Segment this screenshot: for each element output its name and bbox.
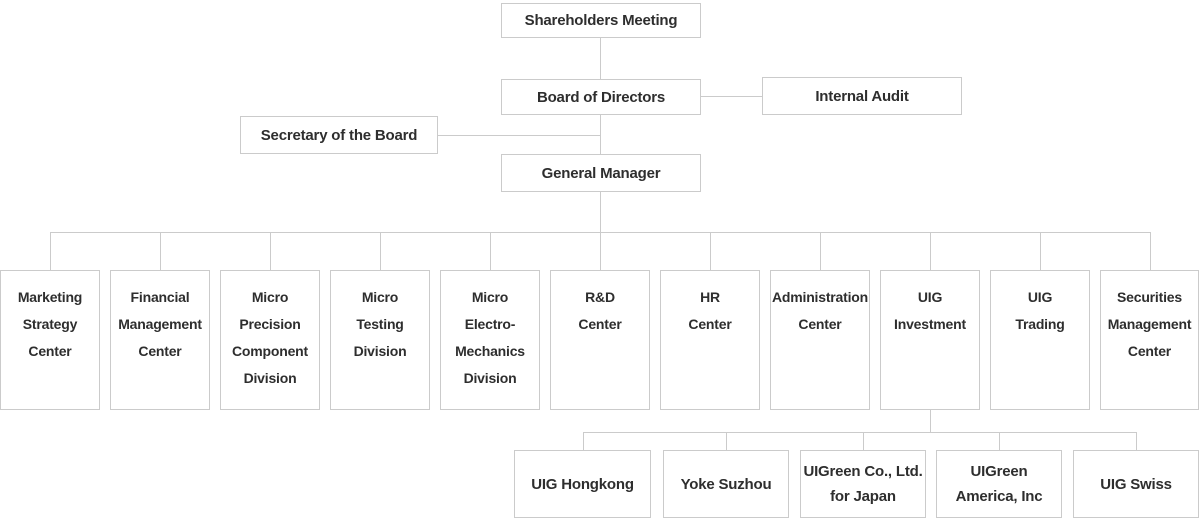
node-label: Micro Testing Division: [353, 289, 407, 359]
node-label: Financial Management Center: [118, 289, 202, 359]
dept-hr-center: HR Center: [660, 270, 760, 410]
connector-stub-uig-swiss: [1136, 432, 1137, 450]
connector-stub-micro-testing: [380, 232, 381, 270]
connector-stub-uig-trading: [1040, 232, 1041, 270]
connector-stub-uig-hongkong: [583, 432, 584, 450]
node-label: General Manager: [541, 164, 661, 182]
connector-shareholders-to-board: [600, 38, 601, 79]
dept-financial-management-center: Financial Management Center: [110, 270, 210, 410]
connector-stub-uig-investment: [930, 232, 931, 270]
connector-uig-investment-to-subrail: [930, 410, 931, 432]
dept-administration-center: Administration Center: [770, 270, 870, 410]
node-label: R&D Center: [578, 289, 622, 332]
node-label: UIG Swiss: [1100, 475, 1172, 493]
node-label: UIGreen America, Inc: [955, 463, 1043, 505]
sub-uig-swiss: UIG Swiss: [1073, 450, 1199, 518]
node-label: UIG Hongkong: [531, 475, 634, 493]
connector-stub-uigreen-japan: [863, 432, 864, 450]
sub-yoke-suzhou: Yoke Suzhou: [663, 450, 789, 518]
dept-securities-management-center: Securities Management Center: [1100, 270, 1199, 410]
sub-uig-hongkong: UIG Hongkong: [514, 450, 651, 518]
node-label: Shareholders Meeting: [524, 12, 678, 29]
dept-marketing-strategy-center: Marketing Strategy Center: [0, 270, 100, 410]
node-label: HR Center: [688, 289, 732, 332]
node-label: Secretary of the Board: [260, 126, 418, 144]
connector-stub-marketing: [50, 232, 51, 270]
connector-general-manager-to-rail: [600, 192, 601, 233]
node-label: Internal Audit: [815, 87, 909, 105]
dept-uig-trading: UIG Trading: [990, 270, 1090, 410]
connector-stub-yoke-suzhou: [726, 432, 727, 450]
connector-stub-rd: [600, 232, 601, 270]
node-label: Administration Center: [772, 289, 868, 332]
node-label: UIG Trading: [1015, 289, 1065, 332]
node-label: UIGreen Co., Ltd. for Japan: [803, 463, 923, 505]
dept-uig-investment: UIG Investment: [880, 270, 980, 410]
dept-micro-precision-component-division: Micro Precision Component Division: [220, 270, 320, 410]
connector-stub-administration: [820, 232, 821, 270]
connector-stub-securities: [1150, 232, 1151, 270]
node-label: Marketing Strategy Center: [17, 289, 83, 359]
dept-micro-testing-division: Micro Testing Division: [330, 270, 430, 410]
node-label: Micro Precision Component Division: [232, 289, 308, 386]
connector-stub-micro-electro: [490, 232, 491, 270]
sub-uigreen-japan: UIGreen Co., Ltd. for Japan: [800, 450, 926, 518]
node-secretary-of-the-board: Secretary of the Board: [240, 116, 438, 154]
connector-stub-micro-precision: [270, 232, 271, 270]
node-general-manager: General Manager: [501, 154, 701, 192]
connector-stub-uigreen-america: [999, 432, 1000, 450]
connector-board-to-general-manager: [600, 115, 601, 154]
dept-rd-center: R&D Center: [550, 270, 650, 410]
dept-micro-electro-mechanics-division: Micro Electro- Mechanics Division: [440, 270, 540, 410]
connector-secretary-to-trunk: [438, 135, 601, 136]
sub-uigreen-america: UIGreen America, Inc: [936, 450, 1062, 518]
node-label: Micro Electro- Mechanics Division: [455, 289, 525, 386]
connector-stub-financial: [160, 232, 161, 270]
node-shareholders-meeting: Shareholders Meeting: [501, 3, 701, 38]
node-internal-audit: Internal Audit: [762, 77, 962, 115]
node-board-of-directors: Board of Directors: [501, 79, 701, 115]
node-label: UIG Investment: [894, 289, 966, 332]
node-label: Yoke Suzhou: [680, 475, 772, 493]
node-label: Board of Directors: [536, 88, 666, 106]
connector-stub-hr: [710, 232, 711, 270]
connector-subsidiary-rail: [583, 432, 1136, 433]
node-label: Securities Management Center: [1107, 289, 1192, 359]
connector-board-to-internal-audit: [701, 96, 762, 97]
